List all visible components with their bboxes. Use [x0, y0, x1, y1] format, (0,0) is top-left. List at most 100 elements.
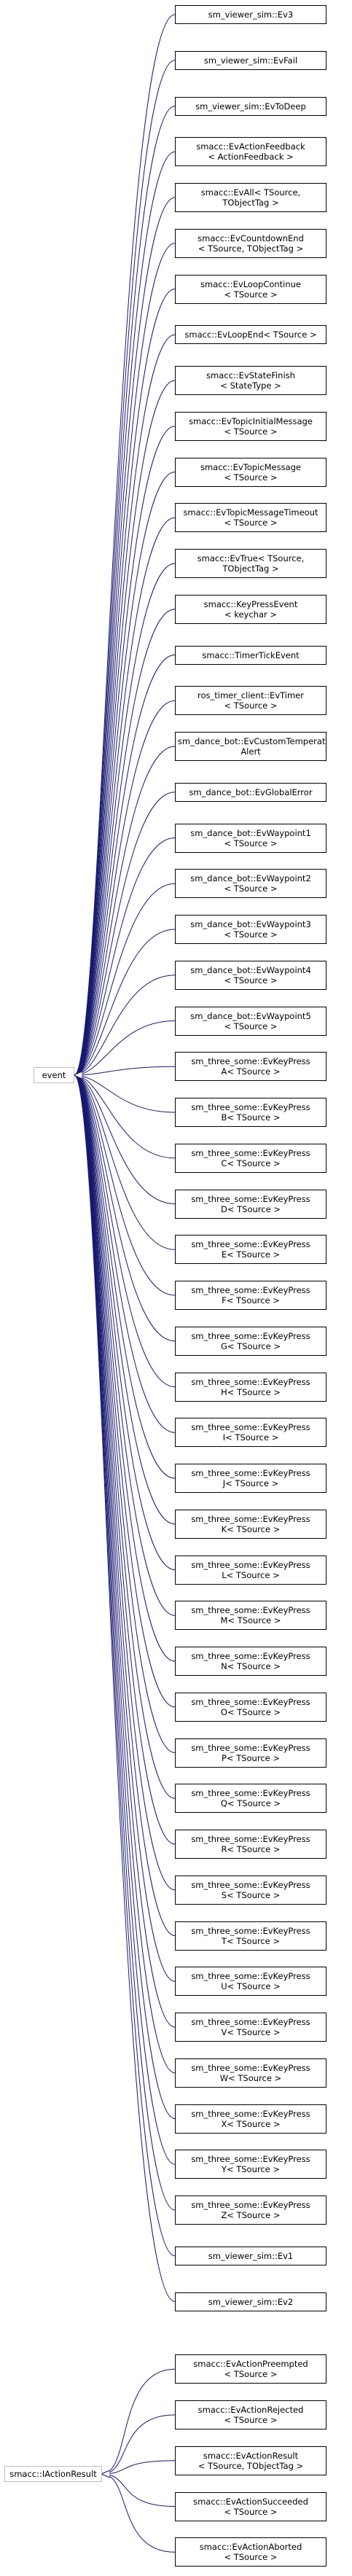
class-name-line: smacc::EvTopicInitialMessage: [189, 416, 313, 426]
derived-class-node[interactable]: sm_dance_bot::EvWaypoint5< TSource >: [175, 1007, 326, 1036]
derived-class-node[interactable]: smacc::EvTrue< TSource,TObjectTag >: [175, 549, 326, 578]
base-class-event[interactable]: event: [34, 1067, 74, 1083]
derived-class-node[interactable]: sm_dance_bot::EvWaypoint3< TSource >: [175, 915, 326, 944]
derived-class-node[interactable]: smacc::EvActionRejected< TSource >: [175, 2400, 326, 2429]
class-name-line: sm_three_some::EvKeyPress: [191, 2017, 310, 2027]
derived-class-node[interactable]: smacc::EvActionPreempted< TSource >: [175, 2354, 326, 2384]
class-name-line: smacc::EvActionSucceeded: [193, 2497, 308, 2507]
inheritance-edge: [74, 1075, 176, 1250]
derived-class-node[interactable]: sm_dance_bot::EvWaypoint4< TSource >: [175, 961, 326, 990]
class-name-line: F< TSource >: [222, 1295, 280, 1305]
inheritance-edge: [74, 60, 176, 1075]
class-name-line: < TSource >: [224, 838, 278, 848]
class-name-line: sm_dance_bot::EvWaypoint3: [190, 919, 311, 929]
class-name-line: K< TSource >: [221, 1524, 281, 1534]
inheritance-edge: [102, 2414, 176, 2474]
inheritance-edge: [74, 838, 176, 1076]
inheritance-edge: [74, 1075, 176, 1891]
class-name-line: T< TSource >: [221, 1936, 281, 1946]
derived-class-node[interactable]: smacc::EvTopicMessage< TSource >: [175, 458, 326, 487]
inheritance-edge: [74, 1075, 176, 1342]
derived-class-node[interactable]: smacc::KeyPressEvent< keychar >: [175, 595, 326, 624]
class-name-line: sm_viewer_sim::EvFail: [203, 55, 298, 66]
class-name-line: sm_three_some::EvKeyPress: [191, 2200, 310, 2210]
class-name-line: < TSource >: [224, 472, 278, 483]
derived-class-node[interactable]: smacc::EvTopicMessageTimeout< TSource >: [175, 503, 326, 532]
inheritance-edge: [74, 929, 176, 1075]
inheritance-edge: [74, 746, 176, 1075]
class-name-line: sm_viewer_sim::Ev3: [208, 9, 294, 20]
derived-class-node[interactable]: ros_timer_client::EvTimer< TSource >: [175, 686, 326, 715]
class-name-line: smacc::EvStateFinish: [206, 370, 295, 380]
inheritance-edge: [74, 106, 176, 1076]
base-class-iactionresult[interactable]: smacc::IActionResult: [4, 2466, 102, 2482]
derived-class-node[interactable]: smacc::TimerTickEvent: [175, 646, 326, 665]
class-name-line: smacc::EvAll< TSource,: [200, 187, 301, 198]
class-name-line: smacc::EvLoopEnd< TSource >: [184, 329, 317, 340]
inheritance-edge: [74, 380, 176, 1075]
class-name-line: ros_timer_client::EvTimer: [197, 690, 304, 700]
derived-class-node[interactable]: smacc::EvLoopContinue< TSource >: [175, 275, 326, 304]
inheritance-edge: [74, 655, 176, 1076]
derived-class-node[interactable]: sm_viewer_sim::Ev3: [175, 5, 326, 24]
derived-class-node[interactable]: sm_dance_bot::EvGlobalError: [175, 783, 326, 802]
derived-class-node[interactable]: smacc::EvLoopEnd< TSource >: [175, 325, 326, 344]
class-name-line: B< TSource >: [221, 1112, 281, 1123]
derived-class-node[interactable]: sm_viewer_sim::Ev2: [175, 2292, 326, 2311]
derived-class-node[interactable]: sm_viewer_sim::EvToDeep: [175, 97, 326, 116]
derived-class-node[interactable]: sm_viewer_sim::EvFail: [175, 51, 326, 70]
class-name-line: L< TSource >: [222, 1570, 280, 1580]
class-name-line: smacc::EvTopicMessage: [200, 462, 302, 472]
derived-class-node[interactable]: sm_viewer_sim::Ev1: [175, 2247, 326, 2265]
derived-class-node[interactable]: smacc::EvActionSucceeded< TSource >: [175, 2492, 326, 2521]
derived-class-node[interactable]: smacc::EvActionResult< TSource, TObjectT…: [175, 2446, 326, 2475]
class-name-line: < TSource, TObjectTag >: [197, 243, 304, 254]
inheritance-edge: [74, 1075, 176, 2165]
derived-class-node[interactable]: smacc::EvActionFeedback< ActionFeedback …: [175, 137, 326, 166]
class-name-line: P< TSource >: [221, 1753, 281, 1763]
class-name-line: sm_three_some::EvKeyPress: [191, 2154, 310, 2164]
derived-class-node[interactable]: sm_dance_bot::EvWaypoint2< TSource >: [175, 869, 326, 898]
inheritance-edge: [74, 700, 176, 1075]
derived-class-node[interactable]: smacc::EvActionAborted< TSource >: [175, 2537, 326, 2567]
derived-class-node[interactable]: sm_dance_bot::EvWaypoint1< TSource >: [175, 824, 326, 853]
derived-class-node[interactable]: smacc::EvStateFinish< StateType >: [175, 366, 326, 395]
class-name-line: sm_three_some::EvKeyPress: [191, 1102, 310, 1112]
inheritance-edge: [74, 1075, 176, 1113]
inheritance-edge: [74, 1075, 176, 1570]
derived-class-node[interactable]: smacc::EvCountdownEnd< TSource, TObjectT…: [175, 229, 326, 258]
class-name-line: < TSource >: [224, 975, 278, 985]
derived-class-node[interactable]: smacc::EvTopicInitialMessage< TSource >: [175, 412, 326, 441]
derived-class-node[interactable]: smacc::EvAll< TSource,TObjectTag >: [175, 183, 326, 212]
inheritance-edge: [74, 1075, 176, 1845]
class-name-line: sm_three_some::EvKeyPress: [191, 1468, 310, 1478]
class-name-line: D< TSource >: [221, 1204, 281, 1214]
